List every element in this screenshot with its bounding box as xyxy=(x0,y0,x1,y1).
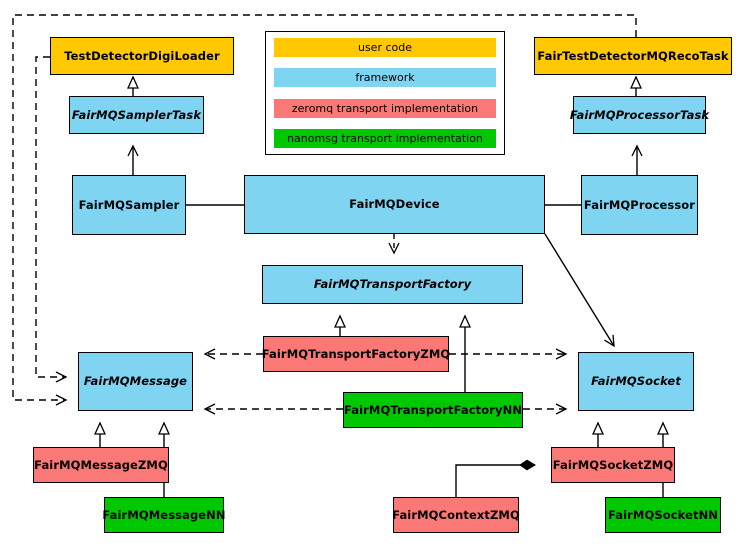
class-box-FairMQSocketNN[interactable]: FairMQSocketNN xyxy=(605,497,721,533)
class-box-FairMQTransportFactoryZMQ[interactable]: FairMQTransportFactoryZMQ xyxy=(262,336,450,372)
class-box-FairMQTransportFactory[interactable]: FairMQTransportFactory xyxy=(262,265,523,304)
legend: user code framework zeromq transport imple… xyxy=(265,31,505,155)
legend-item-framework: framework xyxy=(274,68,496,88)
legend-item-user: user code xyxy=(274,38,496,57)
class-box-FairMQMessageZMQ[interactable]: FairMQMessageZMQ xyxy=(33,447,169,483)
class-box-FairMQMessageNN[interactable]: FairMQMessageNN xyxy=(102,497,226,533)
class-box-FairMQSocketZMQ[interactable]: FairMQSocketZMQ xyxy=(551,447,675,483)
edge-device-to-socket xyxy=(544,233,615,348)
class-box-FairTestDetectorMQRecoTask[interactable]: FairTestDetectorMQRecoTask xyxy=(534,37,732,75)
legend-item-zmq: zeromq transport implementation xyxy=(274,98,496,118)
class-box-FairMQSamplerTask[interactable]: FairMQSamplerTask xyxy=(69,96,204,134)
class-box-FairMQDevice[interactable]: FairMQDevice xyxy=(244,175,545,234)
class-box-TestDetectorDigiLoader[interactable]: TestDetectorDigiLoader xyxy=(50,37,234,75)
edge-contextzmq-to-socketzmq xyxy=(455,459,536,497)
class-box-FairMQProcessor[interactable]: FairMQProcessor xyxy=(581,175,698,235)
legend-item-nn: nanomsg transport implementation xyxy=(274,128,496,148)
class-box-FairMQContextZMQ[interactable]: FairMQContextZMQ xyxy=(392,497,520,533)
class-box-FairMQSocket[interactable]: FairMQSocket xyxy=(578,352,694,411)
class-box-FairMQTransportFactoryNN[interactable]: FairMQTransportFactoryNN xyxy=(343,392,523,428)
class-box-FairMQProcessorTask[interactable]: FairMQProcessorTask xyxy=(570,96,709,134)
class-box-FairMQSampler[interactable]: FairMQSampler xyxy=(72,175,186,235)
edge-digiloader-to-message xyxy=(35,56,68,383)
class-box-FairMQMessage[interactable]: FairMQMessage xyxy=(78,352,193,411)
